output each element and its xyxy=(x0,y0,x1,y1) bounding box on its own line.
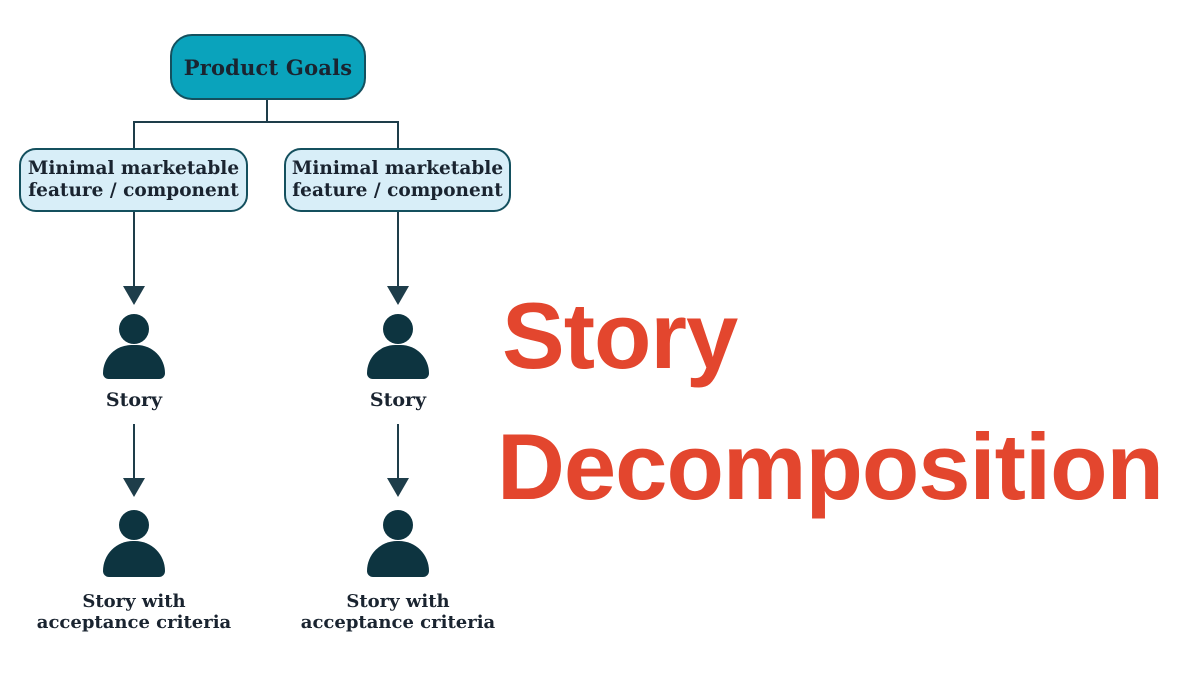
person-head-icon xyxy=(119,510,149,540)
down-arrow-icon xyxy=(133,424,135,478)
person-head-icon xyxy=(383,510,413,540)
person-torso-icon xyxy=(103,541,165,577)
down-arrow-head-icon xyxy=(387,478,409,497)
connector-left-drop xyxy=(133,121,135,149)
feature-label: Minimal marketable feature / component xyxy=(291,158,504,201)
connector-horizontal xyxy=(133,121,399,123)
person-torso-icon xyxy=(367,541,429,577)
product-goals-node: Product Goals xyxy=(170,34,366,100)
connector-right-drop xyxy=(397,121,399,149)
down-arrow-head-icon xyxy=(387,286,409,305)
down-arrow-icon xyxy=(133,212,135,286)
person-head-icon xyxy=(383,314,413,344)
person-torso-icon xyxy=(367,345,429,379)
connector-root-stub xyxy=(266,100,268,123)
feature-node: Minimal marketable feature / component xyxy=(19,148,248,212)
final-story-label: Story with acceptance criteria xyxy=(36,591,232,633)
story-label: Story xyxy=(105,389,163,411)
down-arrow-icon xyxy=(397,212,399,286)
down-arrow-head-icon xyxy=(123,286,145,305)
down-arrow-head-icon xyxy=(123,478,145,497)
feature-node: Minimal marketable feature / component xyxy=(284,148,511,212)
diagram-title-line1: Story xyxy=(502,283,738,388)
feature-label: Minimal marketable feature / component xyxy=(27,158,240,201)
person-head-icon xyxy=(119,314,149,344)
down-arrow-icon xyxy=(397,424,399,478)
story-label: Story xyxy=(369,389,427,411)
decomposition-column-left: Minimal marketable feature / component S… xyxy=(19,148,249,653)
product-goals-label: Product Goals xyxy=(183,54,353,80)
final-story-label: Story with acceptance criteria xyxy=(300,591,496,633)
diagram-title-line2: Decomposition xyxy=(497,414,1164,519)
person-torso-icon xyxy=(103,345,165,379)
decomposition-column-right: Minimal marketable feature / component S… xyxy=(283,148,513,653)
